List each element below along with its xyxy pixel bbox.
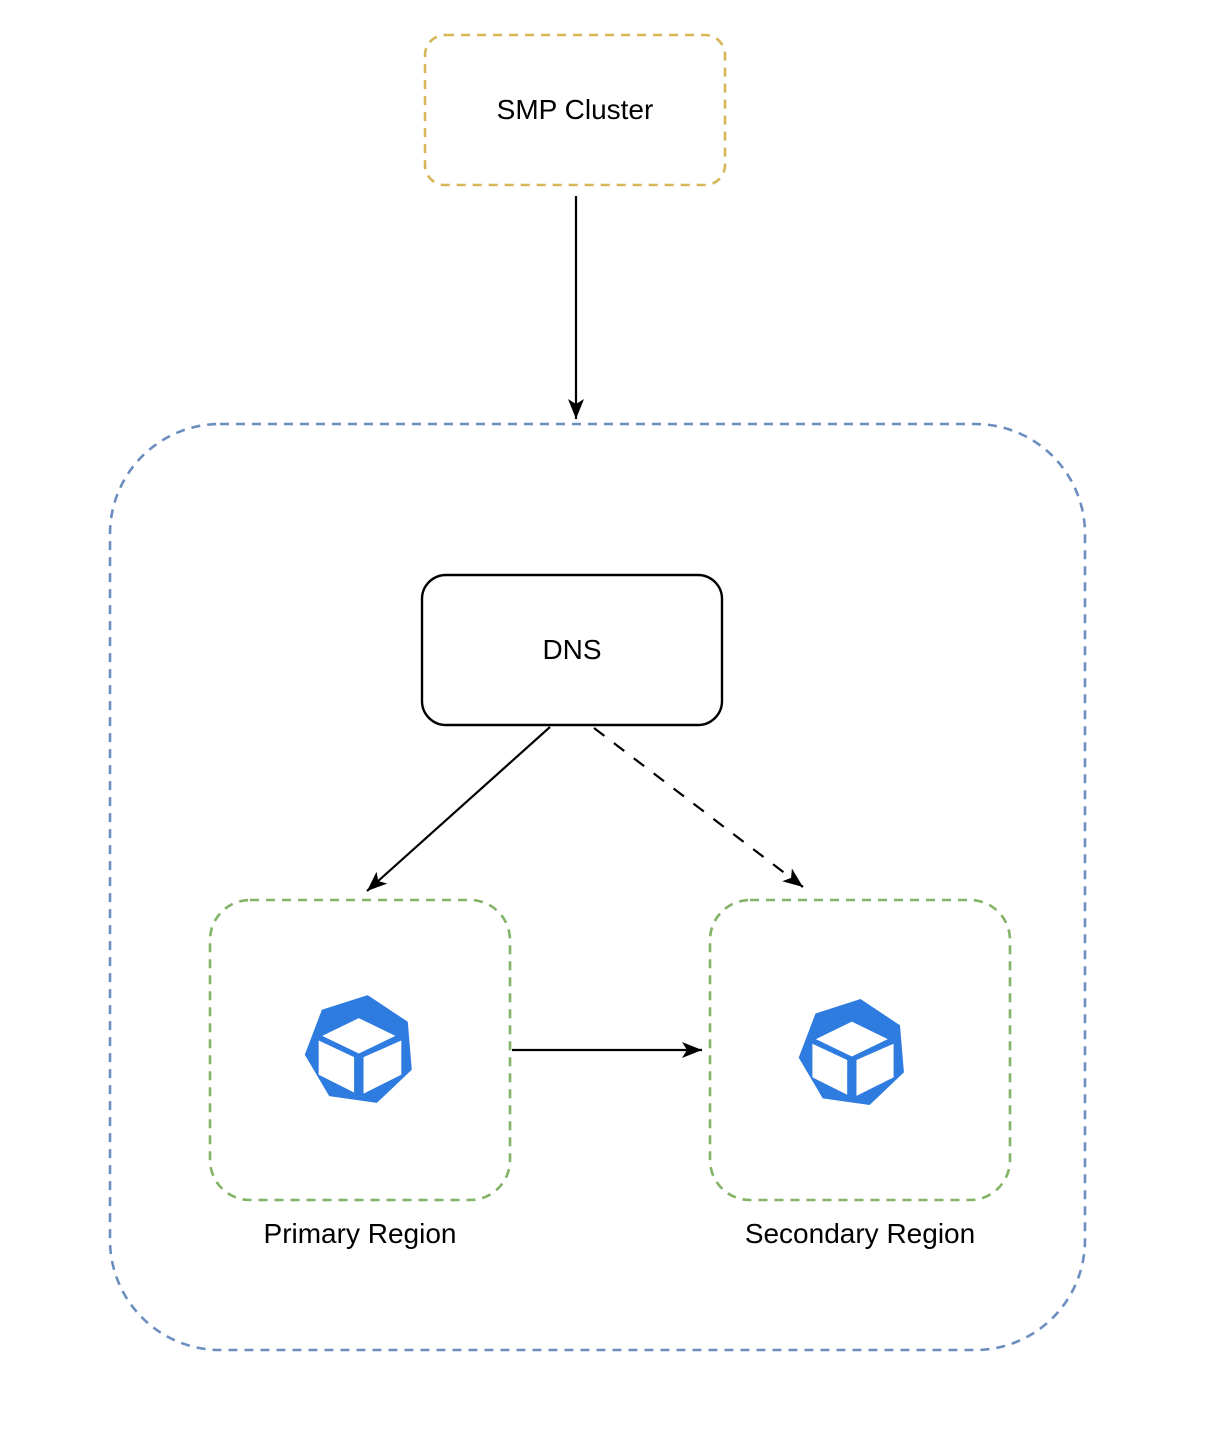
region-boundary-container[interactable]	[108, 422, 1087, 1352]
edge-dns-to-secondary[interactable]	[593, 727, 804, 888]
edge-dns-to-primary[interactable]	[366, 726, 551, 892]
smp-cluster-node[interactable]	[423, 33, 727, 187]
dns-node[interactable]	[420, 573, 724, 727]
